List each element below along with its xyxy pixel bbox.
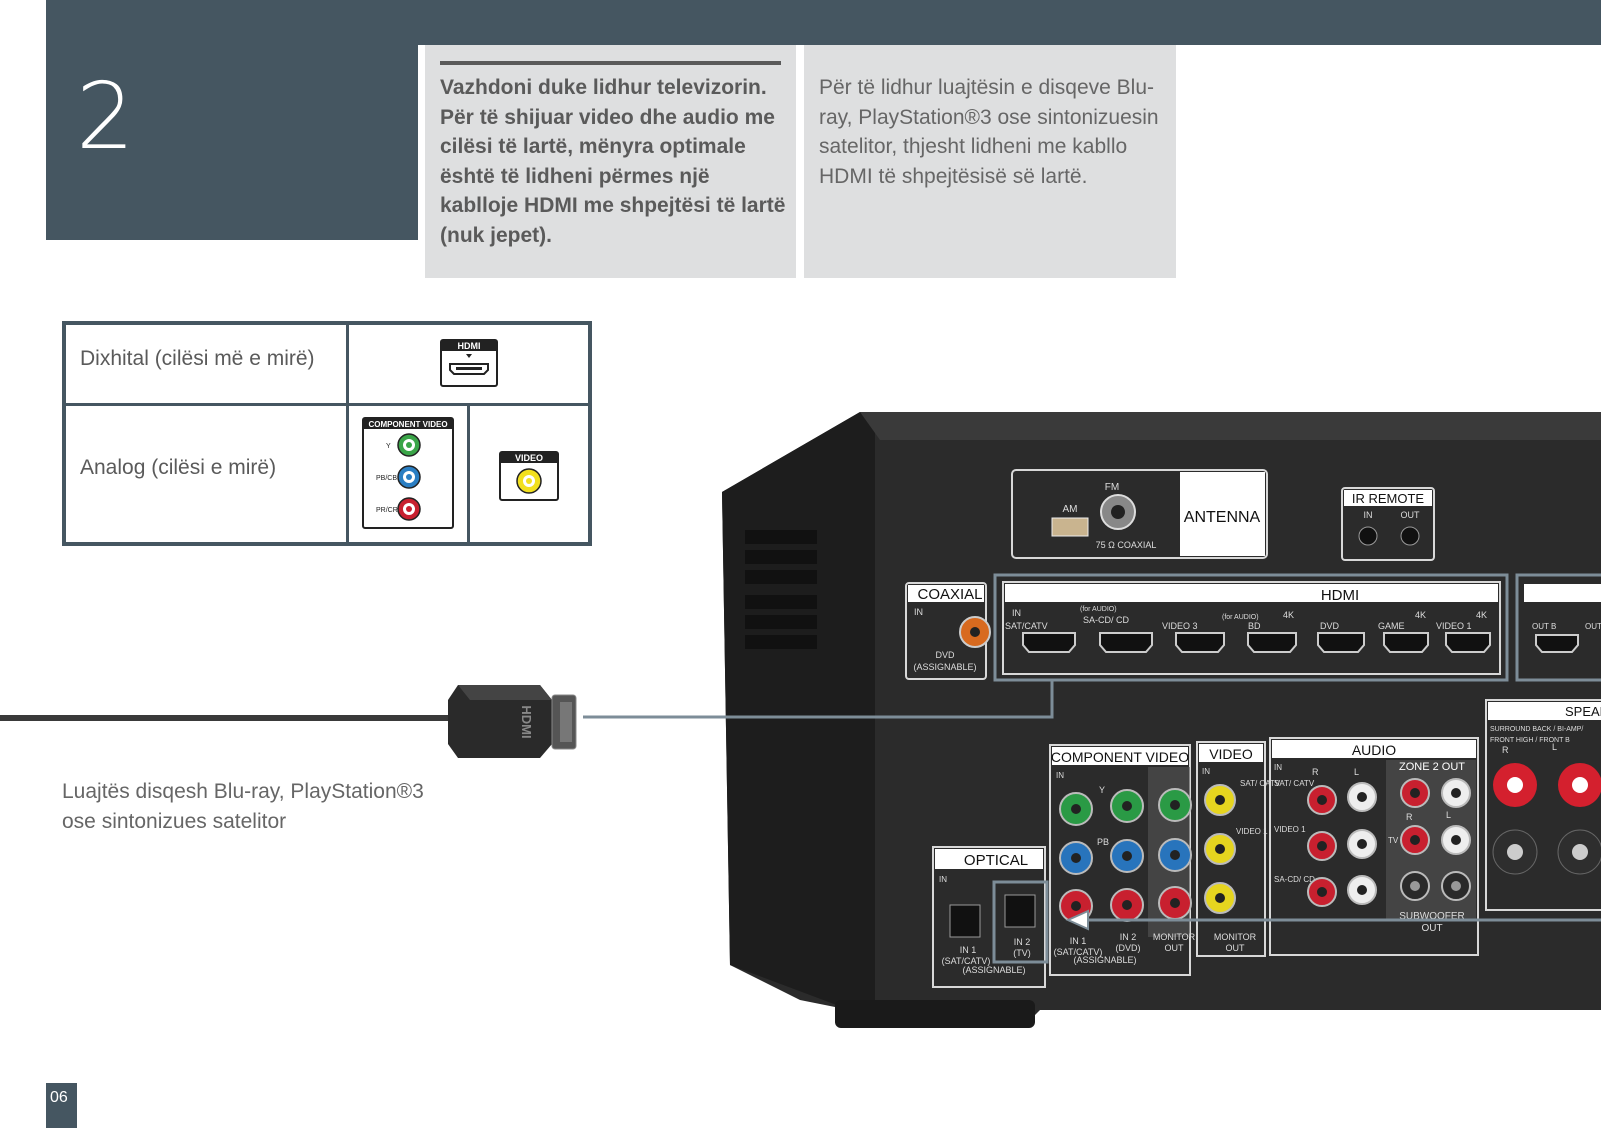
intro-panel: Për të lidhur luajtësin e disqeve Blu-ra…: [804, 45, 1176, 278]
coaxial-label: COAXIAL: [917, 586, 982, 603]
audio-l-label: L: [1354, 767, 1359, 777]
video-sat-catv-label: SAT/ CATV: [1240, 779, 1281, 788]
in-tag: IN: [914, 607, 923, 617]
audio-sacd-label: SA-CD/ CD: [1274, 875, 1315, 884]
4k-label: 4K: [1476, 610, 1487, 620]
dvd-label: DVD: [935, 650, 955, 660]
audio-video1-label: VIDEO 1: [1274, 825, 1306, 834]
zone2-r-label: R: [1406, 812, 1413, 822]
cable-caption-line: ose sintonizues satelitor: [62, 810, 287, 833]
hdmi-port-label: VIDEO 3: [1162, 621, 1198, 631]
component-in2-label: IN 2: [1120, 932, 1137, 942]
front-high-label: FRONT HIGH / FRONT B: [1490, 737, 1570, 744]
optical-in1-sub: (SAT/CATV): [942, 956, 991, 966]
optical-assignable-label: (ASSIGNABLE): [962, 965, 1025, 975]
divider: [346, 325, 349, 542]
hdmi-port-label: DVD: [1320, 621, 1340, 631]
top-bar: [46, 0, 1601, 45]
video-badge-icon: VIDEO: [499, 451, 559, 501]
video-video1-label: VIDEO 1: [1236, 827, 1268, 836]
page-number-box: 06: [46, 1083, 77, 1128]
hdmi-port-label: VIDEO 1: [1436, 621, 1472, 631]
cable-plug-label: HDMI: [519, 705, 534, 738]
audio-tv-label: TV: [1388, 836, 1399, 845]
assignable-label: (ASSIGNABLE): [913, 662, 976, 672]
divider: [66, 403, 588, 406]
page-number: 06: [50, 1089, 68, 1106]
optical-label: OPTICAL: [964, 852, 1028, 869]
antenna-label: ANTENNA: [1184, 509, 1261, 526]
video-badge-label: VIDEO: [515, 453, 543, 463]
component-video-label: COMPONENT VIDEO: [1051, 749, 1189, 765]
component-badge-label: COMPONENT VIDEO: [368, 420, 447, 429]
y-label: Y: [1099, 785, 1105, 795]
am-label: AM: [1063, 504, 1078, 515]
audio-sat-catv-label: SAT/ CATV: [1274, 779, 1315, 788]
video-monitor-label: MONITOR: [1214, 932, 1257, 942]
cable-caption: Luajtës disqesh Blu-ray, PlayStation®3 o…: [62, 777, 502, 837]
hdmi-port-label: GAME: [1378, 621, 1405, 631]
component-pr-label: PR/CR: [376, 507, 398, 514]
optical-in1-label: IN 1: [960, 945, 977, 955]
hdmi-badge-icon: HDMI: [440, 339, 498, 387]
pb-label: PB: [1097, 837, 1109, 847]
video-label: VIDEO: [1209, 746, 1253, 762]
speakers-label: SPEAKERS: [1565, 704, 1601, 719]
intro-text: Për të lidhur luajtësin e disqeve Blu-ra…: [819, 76, 1159, 188]
ir-out-label: OUT: [1401, 510, 1421, 520]
component-pb-label: PB/CB: [376, 475, 397, 482]
connection-quality-table: Dixhital (cilësi më e mirë) Analog (cilë…: [62, 321, 592, 546]
hdmi-badge-label: HDMI: [458, 341, 481, 351]
for-audio-label: (for AUDIO): [1080, 606, 1117, 613]
subwoofer-label: SUBWOOFER: [1399, 911, 1465, 922]
video-out-label: OUT: [1226, 943, 1246, 953]
zone2-out-label: ZONE 2 OUT: [1399, 761, 1465, 773]
cable-caption-line: Luajtës disqesh Blu-ray, PlayStation®3: [62, 780, 424, 803]
audio-label: AUDIO: [1352, 742, 1396, 758]
surround-back-label: SURROUND BACK / BI-AMP/: [1490, 726, 1583, 733]
analog-label: Analog (cilësi e mirë): [80, 456, 277, 479]
av-receiver-rear-panel: ANTENNA AM FM 75 Ω COAXIAL IR REMOTE IN …: [0, 412, 1601, 1028]
r-label: R: [1502, 745, 1509, 755]
component-in2-sub: (DVD): [1116, 943, 1141, 953]
component-assignable-label: (ASSIGNABLE): [1073, 955, 1136, 965]
in-tag: IN: [1012, 608, 1021, 618]
in-tag: IN: [1056, 771, 1064, 780]
in-tag: IN: [1274, 763, 1282, 772]
divider: [440, 61, 781, 65]
step-box: 2: [46, 45, 418, 240]
component-in1-label: IN 1: [1070, 936, 1087, 946]
step-number: 2: [76, 63, 135, 170]
out-b-label: OUT B: [1532, 622, 1556, 631]
4k-label: 4K: [1283, 610, 1294, 620]
subwoofer-out-label: OUT: [1421, 923, 1442, 934]
audio-r-label: R: [1312, 767, 1319, 777]
ir-in-label: IN: [1364, 510, 1373, 520]
component-y-label: Y: [386, 443, 391, 450]
hdmi-port-label: SA-CD/ CD: [1083, 615, 1130, 625]
for-audio-label: (for AUDIO): [1222, 614, 1259, 621]
intro-bold-text: Vazhdoni duke lidhur televizorin. Për të…: [440, 76, 786, 247]
out-label: OUT: [1165, 943, 1185, 953]
fm-label: FM: [1105, 482, 1119, 493]
digital-label: Dixhital (cilësi më e mirë): [80, 347, 315, 370]
intro-bold-panel: Vazhdoni duke lidhur televizorin. Për të…: [425, 45, 796, 278]
out-label: OUT: [1585, 622, 1601, 631]
optical-in2-label: IN 2: [1014, 937, 1031, 947]
4k-label: 4K: [1415, 610, 1426, 620]
l-label: L: [1552, 742, 1557, 752]
divider: [467, 404, 470, 546]
zone2-l-label: L: [1446, 810, 1451, 820]
optical-in2-sub: (TV): [1013, 948, 1031, 958]
monitor-label: MONITOR: [1153, 932, 1196, 942]
component-in1-sub: (SAT/CATV): [1054, 947, 1103, 957]
hdmi-port-label: SAT/CATV: [1005, 621, 1048, 631]
in-tag: IN: [939, 875, 947, 884]
hdmi-block-label: HDMI: [1321, 587, 1359, 604]
in-tag: IN: [1202, 767, 1210, 776]
component-video-badge-icon: COMPONENT VIDEO Y PB/CB PR/CR: [362, 417, 454, 529]
hdmi-port-label: BD: [1248, 621, 1261, 631]
ir-remote-label: IR REMOTE: [1352, 491, 1425, 506]
coaxial-ohm-label: 75 Ω COAXIAL: [1096, 540, 1157, 550]
